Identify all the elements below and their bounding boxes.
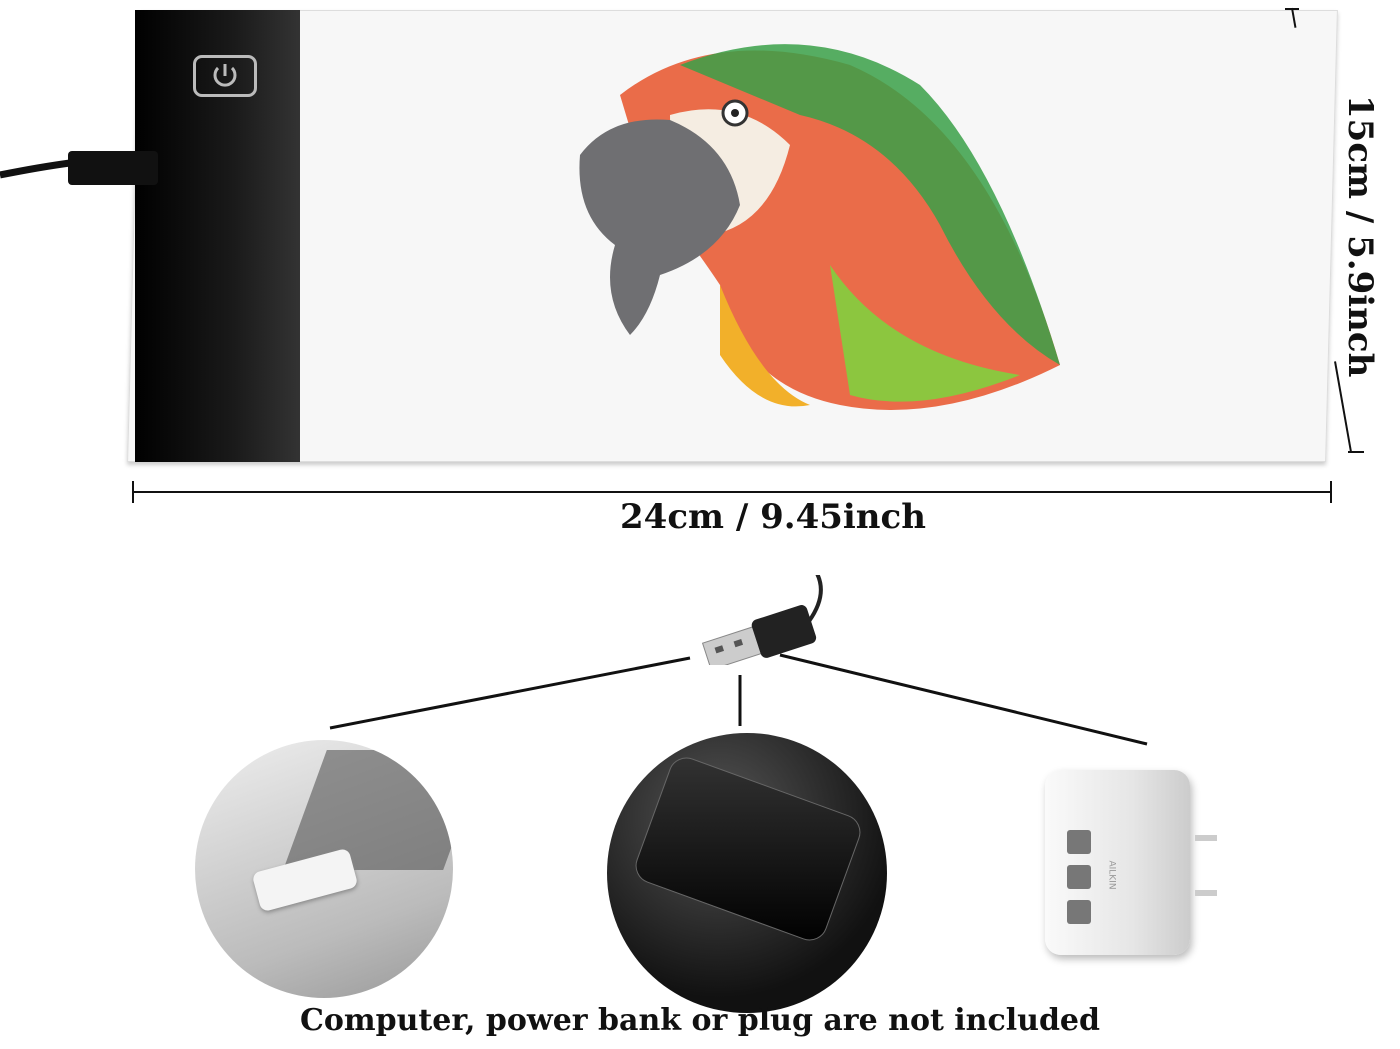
width-tick-right — [1330, 481, 1332, 503]
power-bank-photo — [607, 733, 887, 1013]
height-tick-bottom — [1348, 451, 1364, 453]
not-included-note: Computer, power bank or plug are not inc… — [300, 1003, 1100, 1038]
control-strip — [135, 10, 300, 462]
usb-cable-icon — [0, 151, 158, 185]
width-label: 24cm / 9.45inch — [620, 497, 926, 537]
width-tick-left — [132, 481, 134, 503]
wall-charger-photo: AILKIN — [1045, 770, 1217, 955]
computer-usb-photo — [195, 740, 453, 998]
power-button-icon — [193, 55, 257, 97]
height-label: 15cm / 5.9inch — [1340, 95, 1380, 378]
connector-lines — [329, 653, 1148, 746]
usb-plug-icon — [701, 575, 823, 665]
charger-brand: AILKIN — [1106, 860, 1117, 890]
parrot-illustration — [579, 44, 1060, 410]
width-line — [133, 491, 1332, 493]
